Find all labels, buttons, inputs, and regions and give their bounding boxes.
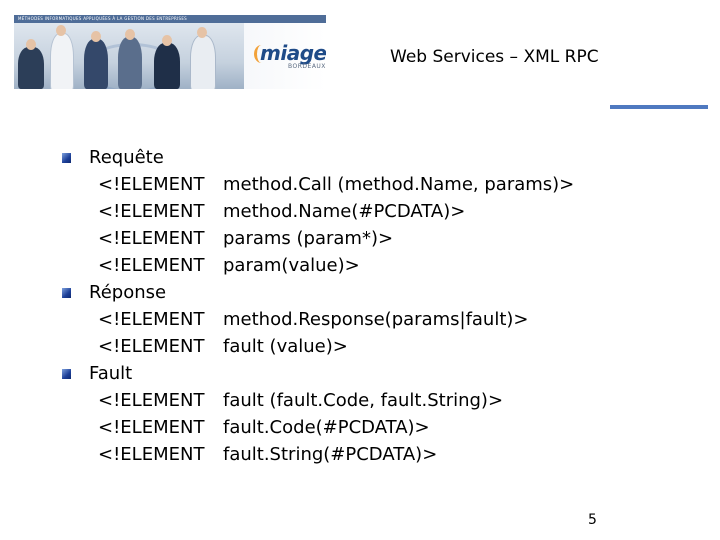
- dtd-line: <!ELEMENT fault.Code(#PCDATA)>: [62, 414, 702, 441]
- logo-subtext: BORDEAUX: [288, 63, 326, 70]
- square-bullet-icon: [62, 153, 71, 163]
- dtd-line: <!ELEMENT method.Response(params|fault)>: [62, 306, 702, 333]
- miage-logo: miage BORDEAUX: [254, 41, 326, 71]
- photo-head: [197, 27, 207, 38]
- square-bullet-icon: [62, 369, 71, 379]
- bullet-requete: Requête: [62, 144, 702, 171]
- dtd-keyword: <!ELEMENT: [98, 444, 205, 465]
- dtd-keyword: <!ELEMENT: [98, 174, 205, 195]
- bullet-label: Requête: [89, 147, 164, 168]
- square-bullet-icon: [62, 288, 71, 298]
- dtd-declaration: method.Name(#PCDATA)>: [223, 201, 466, 222]
- photo-head: [26, 39, 36, 50]
- photo-person: [154, 43, 180, 89]
- dtd-keyword: <!ELEMENT: [98, 417, 205, 438]
- dtd-keyword: <!ELEMENT: [98, 390, 205, 411]
- dtd-declaration: method.Response(params|fault)>: [223, 309, 529, 330]
- dtd-declaration: params (param*)>: [223, 228, 394, 249]
- logo-text: miage: [260, 41, 326, 65]
- slide-title: Web Services – XML RPC: [390, 47, 599, 67]
- banner-strip-text: MÉTHODES INFORMATIQUES APPLIQUÉES À LA G…: [14, 15, 326, 23]
- dtd-line: <!ELEMENT params (param*)>: [62, 225, 702, 252]
- photo-head: [91, 31, 101, 42]
- dtd-declaration: fault.Code(#PCDATA)>: [223, 417, 430, 438]
- slide-content: Requête <!ELEMENT method.Call (method.Na…: [62, 144, 702, 468]
- photo-person: [18, 47, 44, 89]
- bullet-label: Fault: [89, 363, 133, 384]
- logo-swoosh-icon: [254, 45, 269, 63]
- dtd-keyword: <!ELEMENT: [98, 255, 205, 276]
- title-underline-rule: [610, 105, 708, 109]
- dtd-declaration: param(value)>: [223, 255, 360, 276]
- dtd-declaration: fault (value)>: [223, 336, 348, 357]
- dtd-declaration: fault.String(#PCDATA)>: [223, 444, 438, 465]
- photo-person: [84, 39, 108, 89]
- dtd-keyword: <!ELEMENT: [98, 309, 205, 330]
- dtd-line: <!ELEMENT method.Name(#PCDATA)>: [62, 198, 702, 225]
- dtd-declaration: fault (fault.Code, fault.String)>: [223, 390, 504, 411]
- photo-person: [118, 37, 142, 89]
- dtd-keyword: <!ELEMENT: [98, 228, 205, 249]
- dtd-line: <!ELEMENT method.Call (method.Name, para…: [62, 171, 702, 198]
- bullet-fault: Fault: [62, 360, 702, 387]
- photo-head: [125, 29, 135, 40]
- bullet-reponse: Réponse: [62, 279, 702, 306]
- header-banner: MÉTHODES INFORMATIQUES APPLIQUÉES À LA G…: [14, 15, 326, 89]
- photo-head: [162, 35, 172, 46]
- bullet-label: Réponse: [89, 282, 167, 303]
- dtd-keyword: <!ELEMENT: [98, 201, 205, 222]
- dtd-line: <!ELEMENT fault (value)>: [62, 333, 702, 360]
- photo-head: [56, 25, 66, 36]
- dtd-line: <!ELEMENT fault (fault.Code, fault.Strin…: [62, 387, 702, 414]
- dtd-line: <!ELEMENT fault.String(#PCDATA)>: [62, 441, 702, 468]
- dtd-line: <!ELEMENT param(value)>: [62, 252, 702, 279]
- photo-person: [50, 33, 74, 89]
- dtd-keyword: <!ELEMENT: [98, 336, 205, 357]
- dtd-declaration: method.Call (method.Name, params)>: [223, 174, 575, 195]
- page-number: 5: [588, 512, 597, 528]
- photo-person: [190, 35, 216, 89]
- team-photo: [14, 23, 244, 89]
